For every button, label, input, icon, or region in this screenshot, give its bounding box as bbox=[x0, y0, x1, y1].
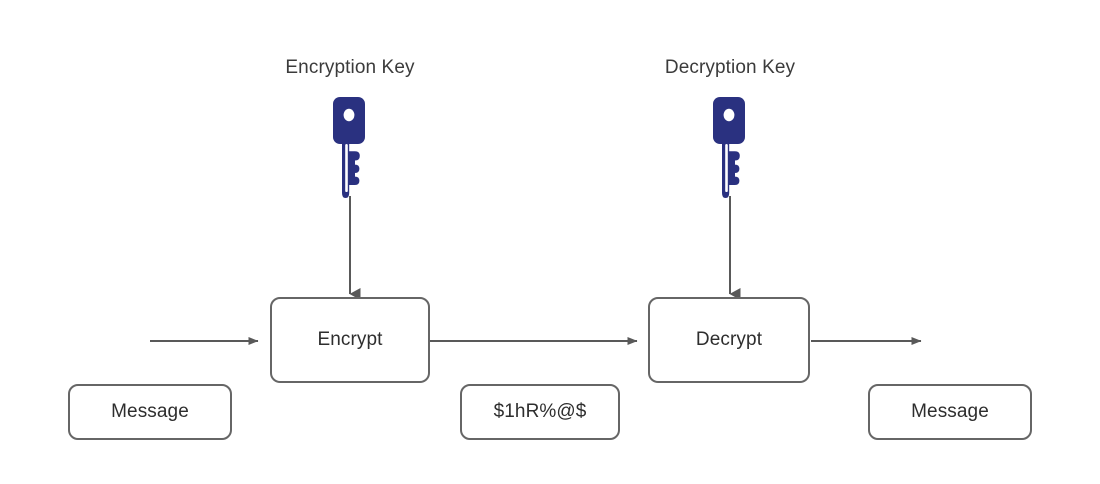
message-output-box[interactable]: Message bbox=[868, 384, 1032, 440]
message-input-box[interactable]: Message bbox=[68, 384, 232, 440]
key-icon-decryption bbox=[708, 97, 752, 204]
key-icon-encryption bbox=[328, 97, 372, 204]
decryption-key-label: Decryption Key bbox=[664, 57, 796, 78]
encrypt-node[interactable]: Encrypt bbox=[270, 297, 430, 383]
ciphertext-box[interactable]: $1hR%@$ bbox=[460, 384, 620, 440]
encryption-key-label: Encryption Key bbox=[285, 57, 415, 78]
decrypt-node[interactable]: Decrypt bbox=[648, 297, 810, 383]
